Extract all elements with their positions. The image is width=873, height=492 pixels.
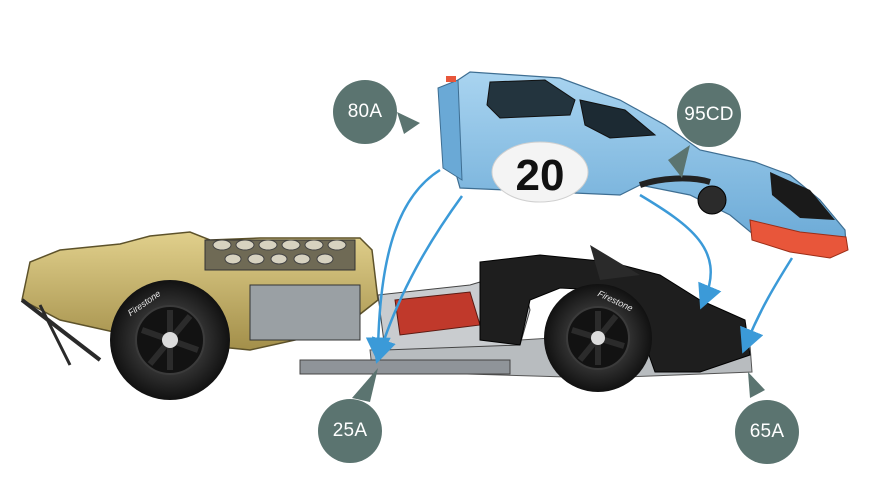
body-tail <box>437 79 463 181</box>
leader-arrows <box>365 168 794 364</box>
side-window <box>579 99 657 139</box>
headlight <box>770 172 835 220</box>
callout-65A: 65A <box>735 400 799 464</box>
nose-stripe <box>749 219 849 259</box>
number-roundel <box>491 141 589 203</box>
front-wheel: Firestone <box>544 284 652 392</box>
arrow-nose-to-65A <box>740 257 794 354</box>
callout-25A: 25A <box>318 399 382 463</box>
callout-25A-label: 25A <box>332 420 368 441</box>
callout-80A: 80A <box>333 80 397 144</box>
engine-cylinders <box>212 239 347 265</box>
callout-95CD: 95CD <box>677 83 741 147</box>
callout-65A-label: 65A <box>749 421 785 442</box>
gearbox <box>249 284 361 341</box>
pointer-25A <box>352 368 378 402</box>
arrow-body-to-25A-1 <box>365 168 441 363</box>
callout-95CD-label: 95CD <box>684 104 734 125</box>
side-sill <box>299 359 511 375</box>
rear-wheel: Firestone <box>110 280 230 400</box>
pointer-65A <box>748 372 765 398</box>
body-shell: 20 <box>437 71 849 259</box>
callout-pointers <box>352 112 765 402</box>
arrow-body-to-25A-2 <box>371 195 464 364</box>
pointer-95CD <box>668 145 690 178</box>
front-fin <box>590 245 640 280</box>
chassis <box>20 231 753 379</box>
front-tub <box>479 254 751 373</box>
callout-80A-label: 80A <box>347 101 383 122</box>
race-number: 20 <box>516 151 565 200</box>
pointer-80A <box>397 112 420 134</box>
arrow-body-to-front <box>639 193 722 310</box>
hose-detail <box>639 175 711 188</box>
cockpit-window <box>486 79 576 119</box>
